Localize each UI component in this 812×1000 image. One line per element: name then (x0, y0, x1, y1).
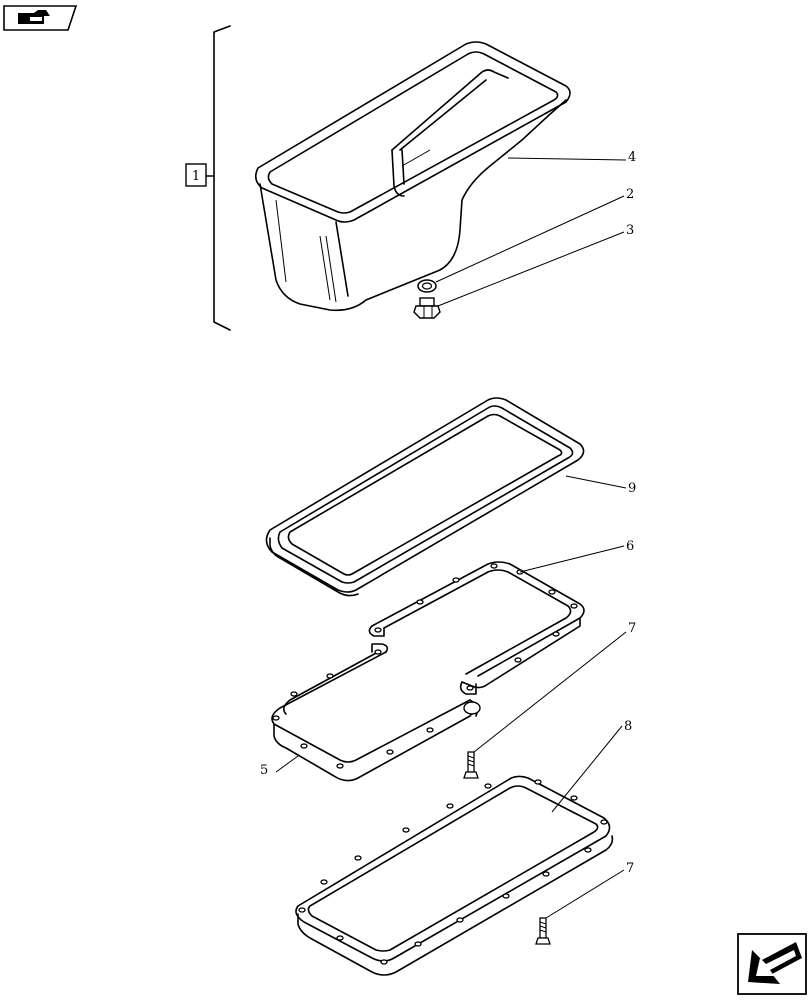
lower-frame-half (271, 643, 481, 782)
bolt-holes-lower (272, 649, 434, 769)
callout-3: 3 (626, 223, 634, 238)
callout-6: 6 (626, 539, 634, 554)
callout-9: 9 (628, 481, 636, 496)
bolt-holes-bottom (298, 779, 608, 965)
group-label: 1 (192, 169, 200, 184)
callout-2: 2 (626, 187, 634, 202)
callout-4: 4 (628, 150, 636, 165)
next-page-button[interactable] (737, 933, 807, 995)
callout-7b: 7 (626, 861, 634, 876)
prev-page-button[interactable] (3, 5, 78, 31)
sealing-washer (417, 195, 625, 293)
group-bracket (185, 25, 231, 331)
callout-5: 5 (260, 763, 268, 778)
upper-frame-half (368, 545, 625, 695)
bolt-holes-upper (374, 563, 578, 691)
hand-pointing-icon (18, 10, 50, 24)
callout-7a: 7 (628, 621, 636, 636)
oil-sump (254, 41, 627, 312)
screw-lower (535, 869, 625, 945)
bottom-frame (295, 725, 623, 976)
drain-plug (413, 231, 625, 319)
arrow-down-left-icon (748, 942, 802, 984)
sump-gasket (265, 397, 627, 597)
callout-8: 8 (624, 719, 632, 734)
screw-upper (463, 631, 627, 779)
